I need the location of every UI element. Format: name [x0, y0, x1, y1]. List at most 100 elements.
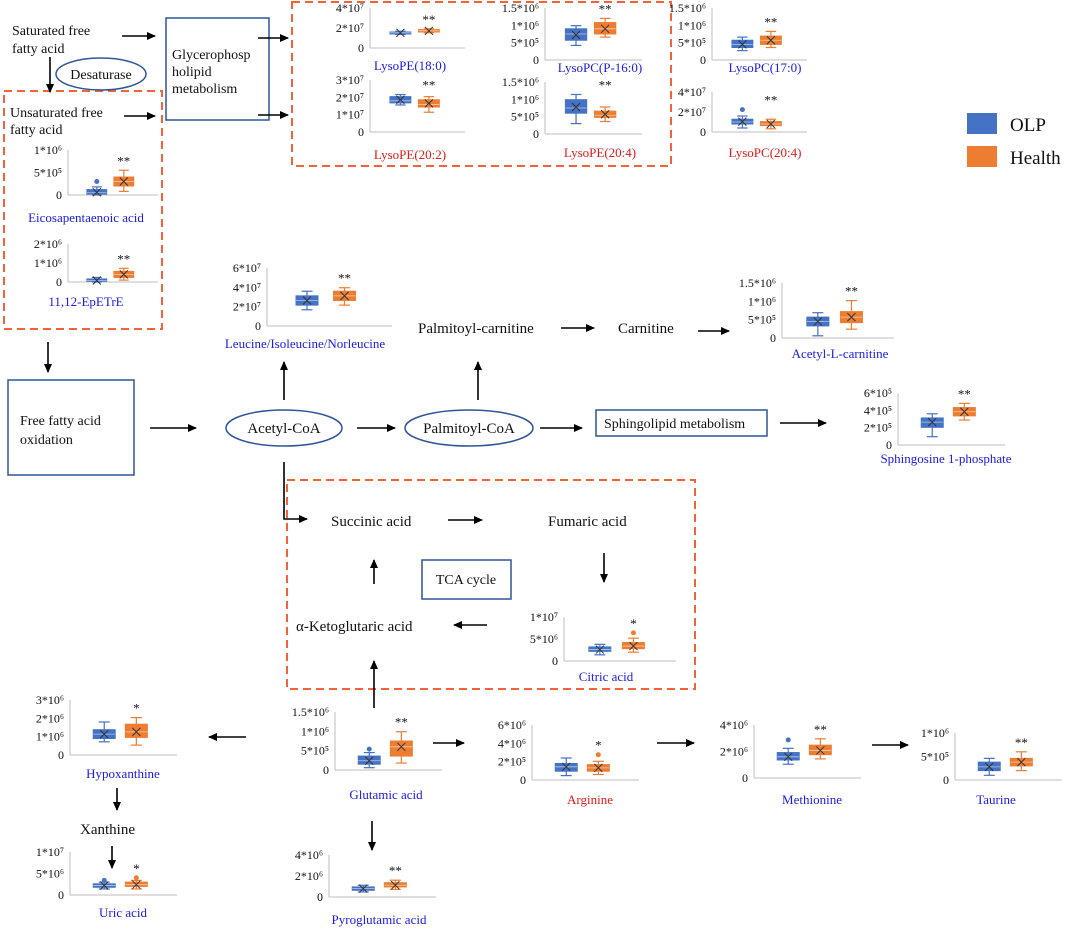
legend-swatch-health [967, 146, 997, 167]
chart-taurine-label: Taurine [976, 792, 1016, 807]
chart-glutamic-tick-0: 1.5*10⁶ [292, 705, 329, 719]
node-saturated-line2: fatty acid [12, 42, 64, 57]
chart-lysope180-olp [389, 28, 412, 38]
chart-glutamic-olp [357, 746, 381, 769]
chart-lysopc204-olp-outlier [739, 107, 745, 113]
chart-citric-tick-1: 5*10⁶ [530, 632, 558, 646]
dashed-box-unsaturated [3, 90, 163, 330]
node-saturated-line1: Saturated free [12, 24, 90, 39]
chart-citric-health-mean-b [629, 641, 638, 651]
chart-methionine-olp-mean-b [783, 752, 793, 762]
chart-taurine-olp [977, 757, 1001, 776]
chart-citric-olp [588, 643, 612, 656]
chart-s1p-tick-3: 0 [886, 438, 892, 452]
chart-lysope202-tick-1: 2*10⁷ [336, 90, 364, 104]
chart-hypoxanthine-tick-1: 2*10⁶ [36, 711, 64, 725]
chart-acetylcarnitine-olp-mean-b [813, 317, 823, 326]
chart-methionine-label: Methionine [782, 792, 842, 807]
chart-lysope180-tick-2: 0 [358, 41, 364, 55]
chart-leucine-health-mean-b [340, 291, 349, 301]
chart-citric-tick-2: 0 [552, 654, 558, 668]
chart-lysopc170-health-mean-b [766, 35, 776, 45]
chart-taurine-significance: ** [1015, 735, 1028, 750]
chart-arginine-health-mean-b [593, 763, 603, 773]
chart-lysopc170-label: LysoPC(17:0) [729, 60, 802, 75]
chart-lysope202-tick-3: 0 [358, 125, 364, 139]
chart-s1p-health-mean-b [959, 407, 969, 417]
ffa-oxidation-box [7, 379, 135, 476]
chart-glutamic-tick-2: 5*10⁵ [301, 744, 329, 758]
chart-leucine-tick-0: 6*10⁷ [233, 261, 261, 275]
desaturase-ellipse [55, 57, 147, 91]
chart-lysope204-significance: ** [599, 77, 612, 92]
chart-lysope204-tick-1: 1*10⁶ [511, 92, 539, 106]
node-acetyl-coa: Acetyl-CoA [247, 421, 320, 437]
chart-lysope202-tick-2: 1*10⁷ [336, 108, 364, 122]
chart-methionine-olp [776, 737, 800, 765]
chart-lysope180-health [417, 26, 440, 36]
glycero-box [165, 17, 270, 121]
chart-glutamic-olp-mean-b [364, 756, 374, 766]
chart-lysopcp160-tick-0: 1.5*10⁶ [502, 1, 539, 15]
chart-pyroglutamic-olp [351, 884, 375, 893]
chart-lysopc204-tick-1: 2*10⁷ [678, 105, 706, 119]
chart-glutamic-label: Glutamic acid [349, 787, 423, 802]
chart-taurine-tick-2: 0 [943, 773, 949, 787]
chart-citric-health [621, 630, 645, 653]
chart-hypoxanthine-health-mean-b [131, 727, 141, 737]
chart-arginine-tick-1: 4*10⁶ [498, 736, 526, 750]
chart-lysope202-tick-0: 3*10⁷ [336, 73, 364, 87]
node-succinic: Succinic acid [331, 514, 412, 530]
node-xanthine: Xanthine [80, 822, 135, 838]
chart-lysope180-olp-mean-b [396, 28, 405, 38]
node-unsaturated-line2: fatty acid [10, 123, 62, 138]
node-sphingolipid: Sphingolipid metabolism [604, 417, 745, 432]
chart-pyroglutamic-tick-0: 4*10⁶ [295, 848, 323, 862]
chart-epa-health-mean-b [119, 177, 129, 186]
tca-box [421, 559, 512, 600]
chart-lysope180-tick-0: 4*10⁷ [336, 1, 364, 15]
node-tca: TCA cycle [436, 573, 496, 588]
chart-citric-significance: * [630, 616, 637, 631]
chart-epa-significance: ** [117, 153, 130, 168]
chart-uric-olp-mean-b [99, 881, 109, 890]
chart-epa-label: Eicosapentaenoic acid [28, 210, 144, 225]
chart-taurine-olp-mean-b [984, 762, 994, 772]
chart-acetylcarnitine-tick-1: 1*10⁶ [748, 294, 776, 308]
chart-leucine-tick-3: 0 [255, 319, 261, 333]
arrow-acetyl-succinic [283, 462, 308, 523]
chart-lysopc170-tick-2: 5*10⁵ [678, 36, 706, 50]
chart-lysopcp160-tick-3: 0 [533, 53, 539, 67]
chart-leucine-tick-1: 4*10⁷ [233, 280, 261, 294]
chart-hypoxanthine-health-box [124, 723, 148, 738]
dashed-box-tca [286, 479, 696, 690]
chart-lysope204-olp-mean-b [571, 102, 581, 112]
arrows [44, 32, 909, 869]
chart-leucine-health [333, 287, 356, 306]
chart-methionine-tick-1: 2*10⁶ [720, 745, 748, 759]
chart-glutamic-tick-3: 0 [323, 763, 329, 777]
chart-epetre-health [113, 267, 135, 281]
chart-lysope204-tick-0: 1.5*10⁶ [502, 75, 539, 89]
chart-hypoxanthine-label: Hypoxanthine [86, 766, 160, 781]
chart-taurine-health [1009, 751, 1033, 772]
palmitoyl-coa-ellipse [404, 409, 534, 447]
chart-uric-health-outlier [133, 875, 139, 881]
chart-lysopc204-label: LysoPC(20:4) [729, 145, 802, 160]
chart-s1p-tick-1: 4*10⁵ [864, 403, 892, 417]
legend-label-health: Health [1010, 148, 1061, 169]
chart-lysopc170-olp [731, 36, 754, 52]
chart-arginine-significance: * [595, 738, 602, 753]
node-glycero-line1: Glycerophosp [172, 48, 251, 63]
chart-methionine-tick-0: 4*10⁶ [720, 718, 748, 732]
node-desaturase: Desaturase [70, 68, 131, 83]
chart-lysope202-significance: ** [422, 78, 435, 93]
chart-epetre-tick-1: 1*10⁶ [34, 256, 62, 270]
chart-lysope180-significance: ** [422, 12, 435, 27]
